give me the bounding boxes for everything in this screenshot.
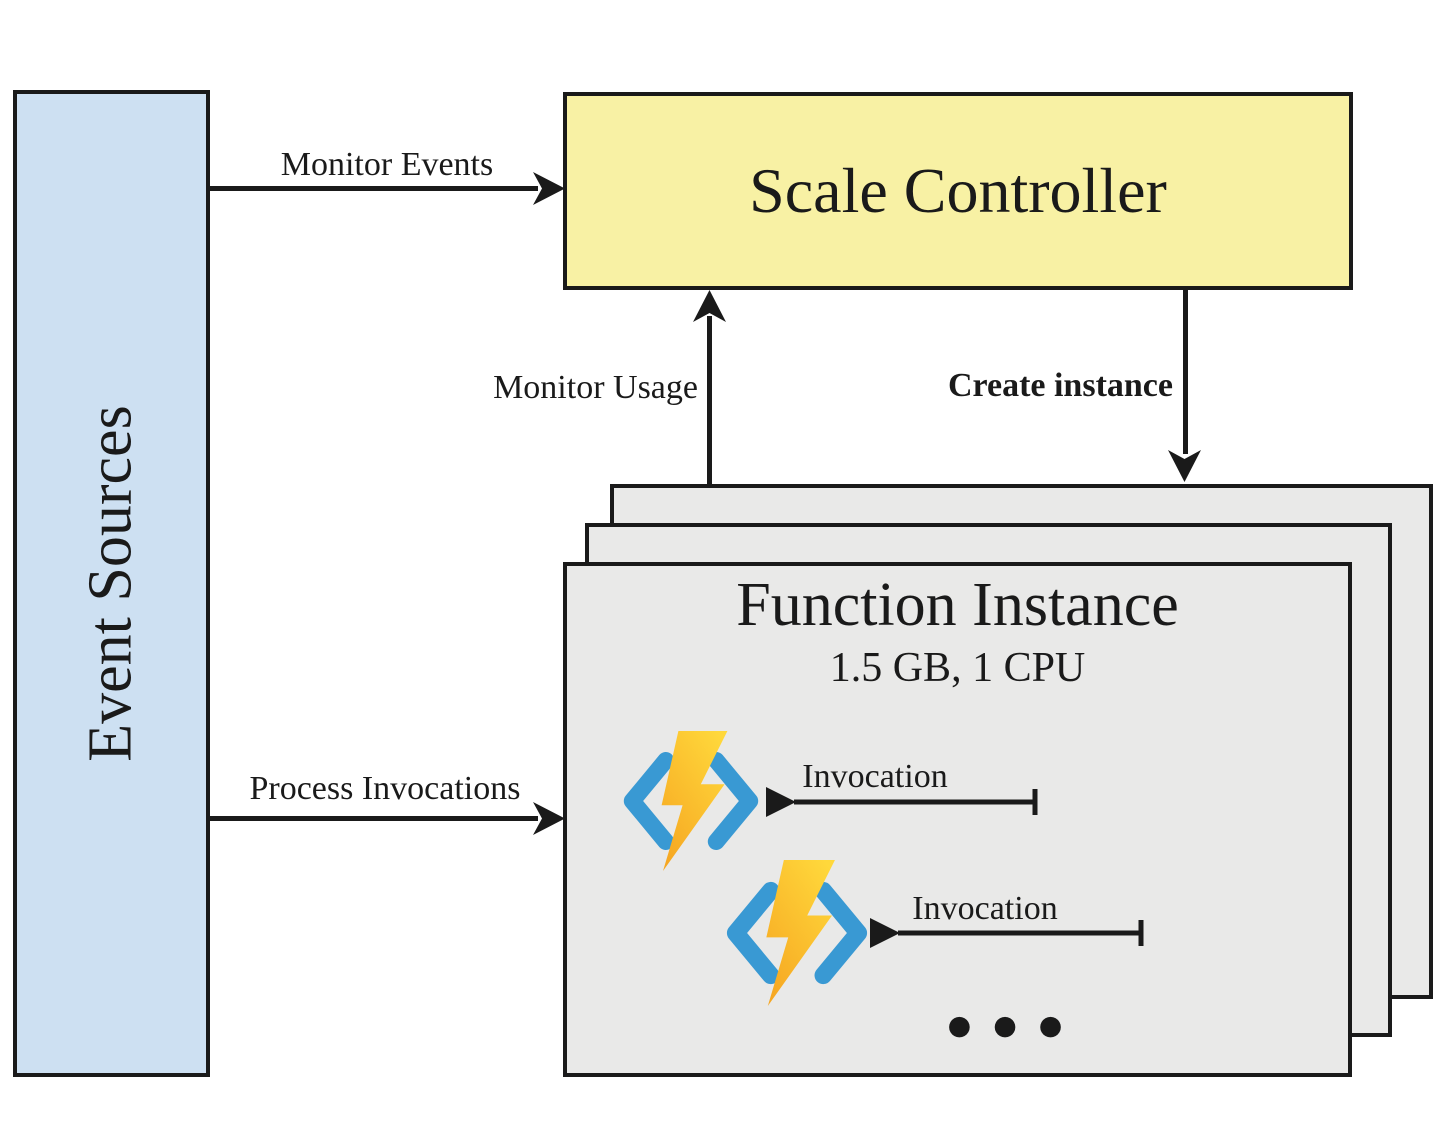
create-instance-arrow-line	[1183, 290, 1188, 454]
event-sources-label: Event Sources	[77, 405, 146, 762]
invocation-timeline-icon	[766, 787, 1038, 817]
ellipsis-dots: ●●●	[947, 1010, 1085, 1041]
scale-controller-box: Scale Controller	[563, 92, 1353, 290]
process-invocations-arrow-line	[210, 816, 538, 821]
create-instance-arrowhead-icon	[1168, 450, 1201, 482]
azure-functions-icon	[726, 860, 868, 1006]
monitor-events-label: Monitor Events	[280, 146, 494, 183]
create-instance-label: Create instance	[947, 367, 1173, 404]
process-invocations-arrowhead-icon	[533, 802, 565, 835]
function-instance-title: Function Instance	[736, 571, 1179, 639]
function-instance-spec: 1.5 GB, 1 CPU	[829, 645, 1086, 691]
event-sources-box: Event Sources	[13, 90, 210, 1077]
monitor-events-arrowhead-icon	[533, 172, 565, 205]
process-invocations-label: Process Invocations	[249, 770, 521, 807]
monitor-usage-arrow-line	[707, 316, 712, 485]
invocation-label: Invocation	[912, 890, 1058, 927]
invocation-timeline-icon	[870, 918, 1144, 948]
monitor-usage-arrowhead-icon	[693, 290, 726, 322]
monitor-usage-label: Monitor Usage	[493, 369, 698, 406]
monitor-events-arrow-line	[210, 186, 538, 191]
invocation-label: Invocation	[802, 758, 948, 795]
azure-functions-icon	[623, 731, 759, 871]
scale-controller-label: Scale Controller	[749, 155, 1167, 226]
